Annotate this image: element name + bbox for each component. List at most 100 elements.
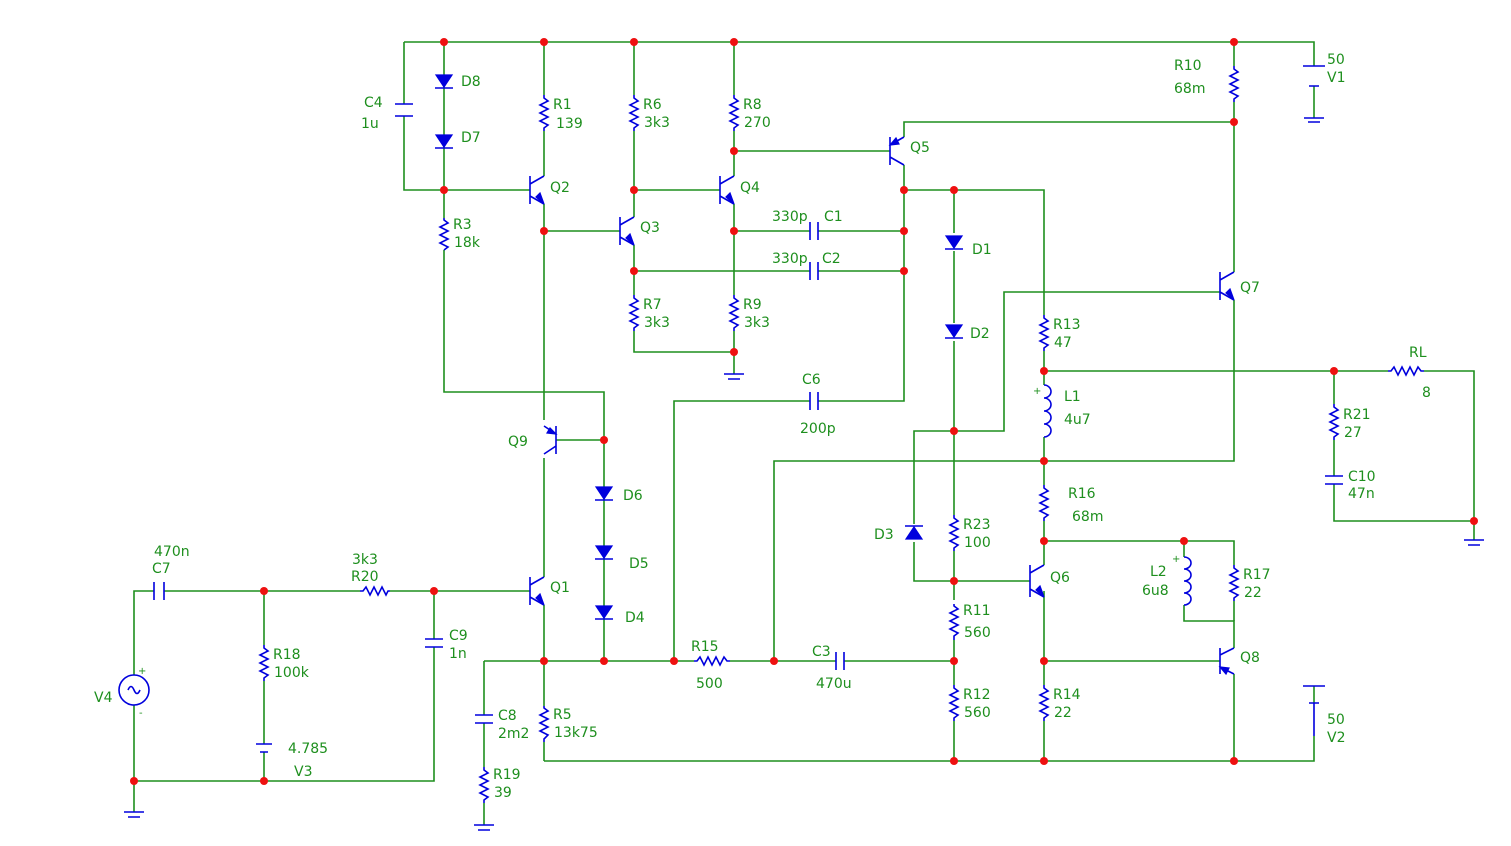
r9-value: 3k3 <box>744 315 770 331</box>
c10-capacitor <box>1325 475 1343 485</box>
d8-label: D8 <box>461 74 481 90</box>
c1-capacitor <box>809 222 819 240</box>
l2-value: 6u8 <box>1142 583 1169 599</box>
ground-rl <box>1464 539 1484 546</box>
r8-label: R8 <box>743 97 762 113</box>
d3-diode <box>904 525 924 540</box>
r11-resistor <box>948 604 960 640</box>
r23-resistor <box>948 515 960 551</box>
q5-transistor <box>888 136 905 166</box>
wires <box>133 41 1475 825</box>
l1-inductor <box>1043 384 1052 438</box>
r23-label: R23 <box>963 517 991 533</box>
d6-label: D6 <box>623 488 643 504</box>
r14-label: R14 <box>1053 687 1081 703</box>
r19-resistor <box>478 767 490 803</box>
r1-resistor <box>538 95 550 131</box>
c9-label: C9 <box>449 628 468 644</box>
ground-r19 <box>474 824 494 831</box>
r20-resistor <box>360 585 390 597</box>
r3-value: 18k <box>454 235 481 251</box>
v1-label: V1 <box>1327 70 1345 86</box>
inductors <box>1043 384 1192 606</box>
q7-label: Q7 <box>1240 280 1260 296</box>
r10-label: R10 <box>1174 58 1202 74</box>
c2-label: C2 <box>822 251 841 267</box>
d1-diode <box>944 235 964 250</box>
r16-resistor <box>1038 485 1050 521</box>
c6-value: 200p <box>800 421 836 437</box>
r5-label: R5 <box>553 707 572 723</box>
junction-dots <box>130 38 1478 785</box>
c6-capacitor <box>809 392 819 410</box>
r3-label: R3 <box>453 217 472 233</box>
c4-label: C4 <box>364 95 383 111</box>
d6-diode <box>594 486 614 501</box>
r16-value: 68m <box>1072 509 1103 525</box>
c8-label: C8 <box>498 708 517 724</box>
d2-label: D2 <box>970 326 990 342</box>
v4-label: V4 <box>94 690 113 706</box>
r1-value: 139 <box>556 116 583 132</box>
component-labels: D8 D7 C4 1u R1 139 R6 3k3 R8 270 R10 68m… <box>94 52 1431 801</box>
v2-battery <box>1303 685 1325 736</box>
r17-value: 22 <box>1244 585 1262 601</box>
l2-label: L2 <box>1150 564 1167 580</box>
r20-value: 3k3 <box>352 552 378 568</box>
r6-value: 3k3 <box>644 115 670 131</box>
v1-battery <box>1303 65 1325 87</box>
d4-diode <box>594 605 614 620</box>
v1-value: 50 <box>1327 52 1345 68</box>
v3-battery <box>256 743 272 753</box>
r5-resistor <box>538 706 550 742</box>
c8-value: 2m2 <box>498 726 529 742</box>
r11-label: R11 <box>963 603 991 619</box>
r6-label: R6 <box>643 97 662 113</box>
r21-resistor <box>1328 404 1340 440</box>
q9-label: Q9 <box>508 434 528 450</box>
r15-value: 500 <box>696 676 723 692</box>
l2-inductor <box>1183 556 1192 606</box>
r19-label: R19 <box>493 767 521 783</box>
r12-label: R12 <box>963 687 991 703</box>
r12-value: 560 <box>964 705 991 721</box>
v2-label: V2 <box>1327 730 1345 746</box>
c2-capacitor <box>809 262 819 280</box>
c3-capacitor <box>835 652 845 670</box>
v3-label: V3 <box>294 764 312 780</box>
r7-value: 3k3 <box>644 315 670 331</box>
c6-label: C6 <box>802 372 821 388</box>
resistors <box>258 66 1424 803</box>
q6-transistor <box>1029 564 1045 598</box>
sources <box>118 65 1325 753</box>
rl-resistor <box>1388 365 1424 377</box>
q4-label: Q4 <box>740 180 760 196</box>
r11-value: 560 <box>964 625 991 641</box>
r10-resistor <box>1228 66 1240 102</box>
r6-resistor <box>628 95 640 131</box>
r7-label: R7 <box>643 297 662 313</box>
c7-capacitor <box>153 582 165 600</box>
c10-value: 47n <box>1348 486 1375 502</box>
d2-diode <box>944 324 964 339</box>
r13-label: R13 <box>1053 317 1081 333</box>
d3-label: D3 <box>874 527 894 543</box>
r7-resistor <box>628 295 640 331</box>
r13-resistor <box>1038 315 1050 351</box>
capacitors <box>153 103 1343 724</box>
q2-transistor <box>529 175 545 205</box>
c8-capacitor <box>475 714 493 724</box>
r9-resistor <box>728 295 740 331</box>
c4-capacitor <box>395 103 413 117</box>
c3-label: C3 <box>812 644 831 660</box>
d1-label: D1 <box>972 242 992 258</box>
v4-minus: - <box>139 708 143 719</box>
d7-label: D7 <box>461 130 481 146</box>
q5-label: Q5 <box>910 140 930 156</box>
q2-label: Q2 <box>550 180 570 196</box>
v3-value: 4.785 <box>288 741 328 757</box>
q3-transistor <box>619 216 635 246</box>
c3-value: 470u <box>816 676 852 692</box>
transistors <box>529 136 1235 676</box>
